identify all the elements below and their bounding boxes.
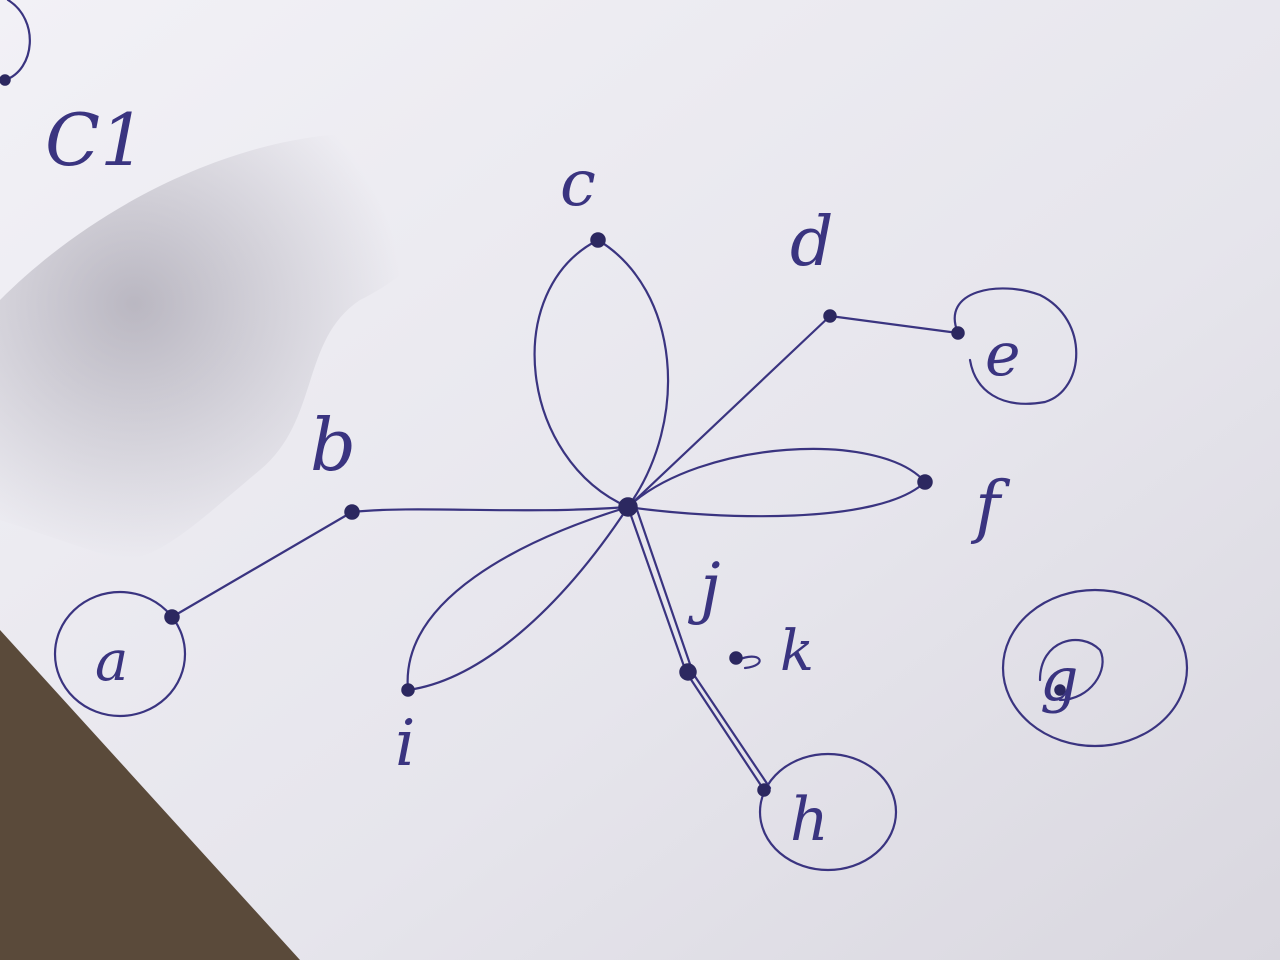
vertex-f [917, 474, 933, 490]
vertex-g [1054, 684, 1066, 696]
edge-center-j-2 [634, 505, 694, 672]
vertex-e [951, 326, 965, 340]
loop-e [953, 287, 1078, 405]
label-k: k [780, 619, 814, 684]
edge-d-e [828, 314, 960, 335]
edge-center-f-bottom [626, 480, 927, 518]
label-h: h [790, 785, 829, 855]
edge-center-f-top [626, 447, 927, 509]
vertex-h [757, 783, 771, 797]
loop-g-inner [1038, 638, 1104, 702]
loop-g-outer [1001, 588, 1189, 748]
edge-center-c-right [596, 238, 670, 509]
vertex-a [164, 609, 180, 625]
vertex-k [729, 651, 743, 665]
vertex-i [401, 683, 415, 697]
vertex-corner [0, 74, 11, 86]
loop-a [53, 590, 187, 718]
loop-h [758, 752, 898, 872]
edge-center-i-left [406, 505, 630, 692]
label-c: c [560, 147, 596, 221]
edge-center-c-left [533, 238, 630, 509]
label-i: i [395, 707, 415, 781]
vertex-c [590, 232, 606, 248]
edge-center-j-1 [626, 505, 688, 674]
corner-label: C1 [45, 98, 146, 182]
vertex-b [344, 504, 360, 520]
vertex-center [618, 497, 638, 517]
edge-j-h-2 [690, 670, 772, 790]
label-g: g [1040, 645, 1078, 715]
edge-b-a [170, 510, 354, 619]
edge-center-i-right [406, 505, 630, 692]
vertex-j [679, 663, 697, 681]
edge-j-h-1 [684, 670, 766, 792]
loop-k [736, 655, 761, 670]
label-a: a [95, 629, 128, 694]
edge-center-b [350, 505, 630, 514]
label-d: d [790, 203, 834, 282]
label-e: e [985, 320, 1021, 390]
vertex-d [823, 309, 837, 323]
label-b: b [310, 403, 356, 487]
corner-loop [3, 0, 31, 82]
edge-center-d [626, 314, 832, 509]
hand-shadow [0, 133, 448, 560]
